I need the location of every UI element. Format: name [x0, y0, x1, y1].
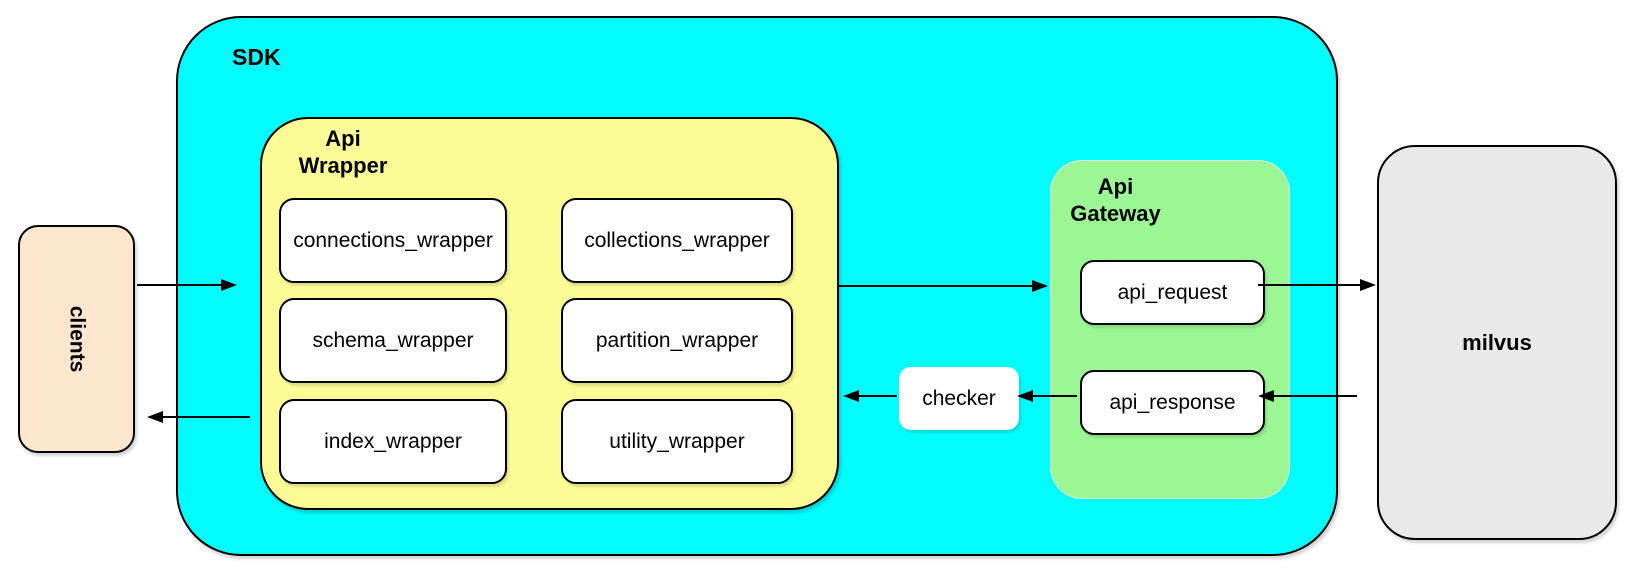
- milvus-box: milvus: [1377, 145, 1617, 540]
- checker-box: checker: [899, 367, 1019, 430]
- partition-wrapper-box: partition_wrapper: [561, 298, 793, 383]
- index-wrapper-label: index_wrapper: [324, 429, 462, 453]
- api-gateway-container: Api Gateway api_request api_response: [1050, 160, 1290, 499]
- clients-label: clients: [65, 305, 89, 373]
- connections-wrapper-label: connections_wrapper: [293, 228, 493, 252]
- sdk-container: SDK Api Wrapper connections_wrapper coll…: [176, 16, 1338, 556]
- utility-wrapper-label: utility_wrapper: [609, 429, 745, 453]
- milvus-label: milvus: [1462, 329, 1532, 355]
- index-wrapper-box: index_wrapper: [279, 399, 507, 484]
- api-request-box: api_request: [1080, 260, 1265, 325]
- partition-wrapper-label: partition_wrapper: [595, 328, 759, 352]
- schema-wrapper-label: schema_wrapper: [312, 328, 474, 352]
- api-wrapper-container: Api Wrapper connections_wrapper collecti…: [260, 117, 839, 510]
- collections-wrapper-label: collections_wrapper: [584, 228, 770, 252]
- api-wrapper-label: Api Wrapper: [298, 126, 388, 178]
- connections-wrapper-box: connections_wrapper: [279, 198, 507, 283]
- collections-wrapper-box: collections_wrapper: [561, 198, 793, 283]
- utility-wrapper-box: utility_wrapper: [561, 399, 793, 484]
- api-gateway-label: Api Gateway: [1070, 174, 1161, 226]
- schema-wrapper-box: schema_wrapper: [279, 298, 507, 383]
- api-request-label: api_request: [1117, 280, 1228, 304]
- api-response-label: api_response: [1109, 390, 1236, 414]
- api-response-box: api_response: [1080, 370, 1265, 435]
- clients-box: clients: [18, 225, 135, 453]
- sdk-label: SDK: [232, 44, 281, 70]
- checker-label: checker: [922, 386, 996, 410]
